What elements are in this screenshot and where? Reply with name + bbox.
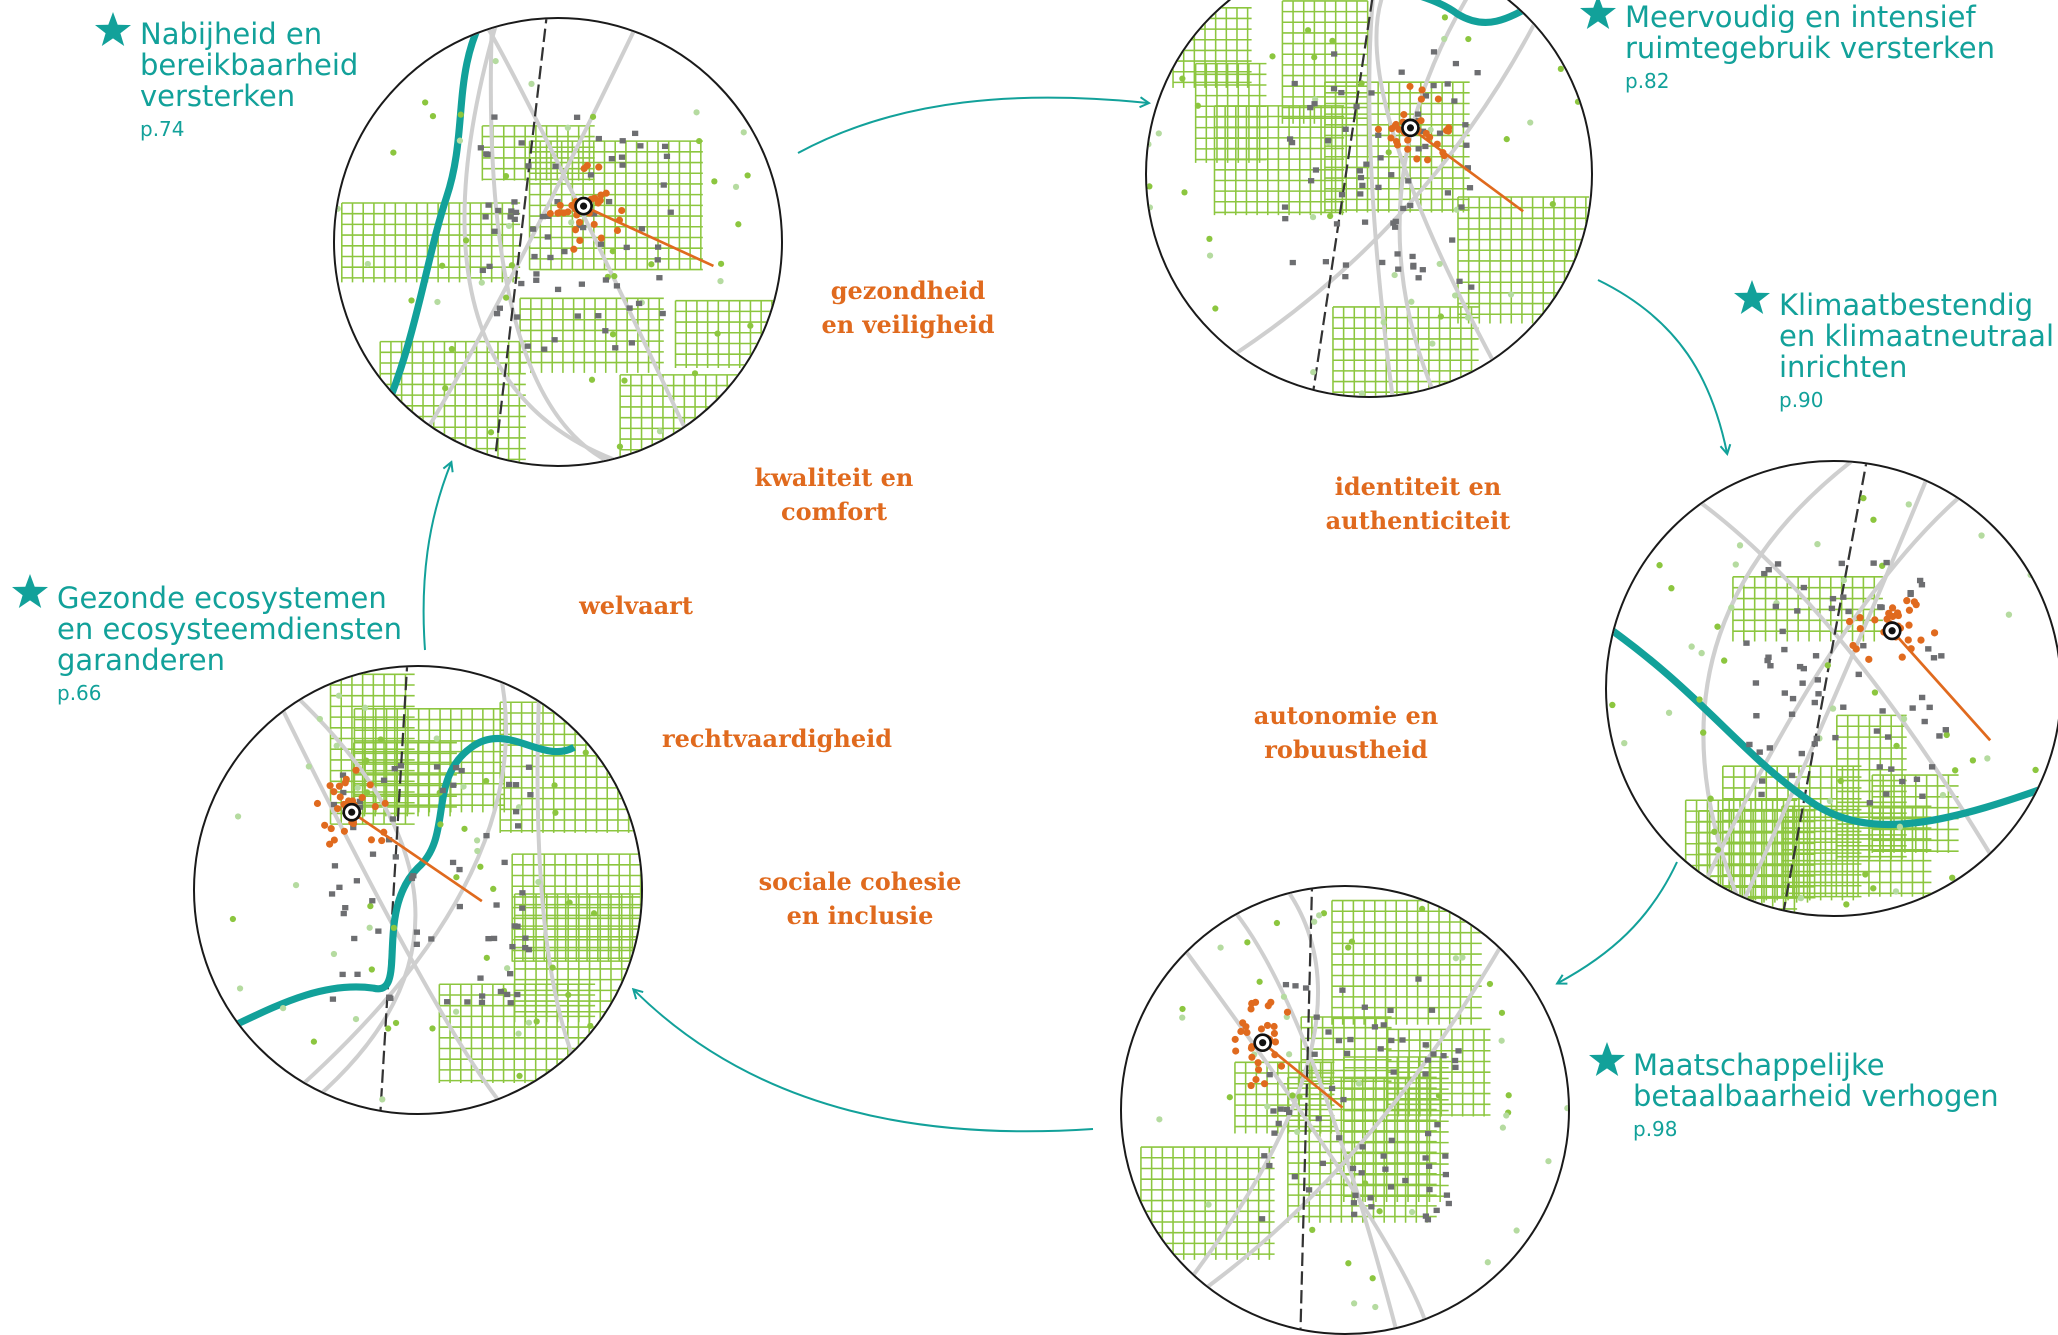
value-autonomie: autonomie en robuustheid bbox=[1254, 699, 1438, 767]
value-line: en veiligheid bbox=[821, 310, 995, 339]
arrow-ruimtegebruik-to-klimaat bbox=[1597, 279, 1727, 453]
star-icon bbox=[1589, 1042, 1625, 1076]
strategy-title-line: Maatschappelijke bbox=[1633, 1048, 1885, 1082]
star-icon bbox=[95, 12, 131, 46]
strategy-title-betaalbaarheid: Maatschappelijke betaalbaarheid verhogen… bbox=[1633, 1050, 1999, 1144]
strategy-title-line: en ecosysteemdiensten bbox=[57, 612, 403, 646]
strategy-title-ruimtegebruik: Meervoudig en intensief ruimtegebruik ve… bbox=[1625, 2, 1995, 96]
value-line: sociale cohesie bbox=[758, 867, 962, 896]
value-gezondheid: gezondheid en veiligheid bbox=[821, 274, 994, 342]
strategy-title-line: versterken bbox=[140, 79, 296, 113]
map-illustration bbox=[335, 19, 781, 465]
strategy-title-line: ruimtegebruik versterken bbox=[1625, 31, 1996, 65]
value-line: rechtvaardigheid bbox=[661, 724, 893, 753]
strategy-title-line: inrichten bbox=[1779, 350, 1908, 384]
value-line: autonomie en bbox=[1253, 701, 1439, 730]
value-identiteit: identiteit en authenticiteit bbox=[1326, 470, 1511, 538]
strategy-title-ecosystemen: Gezonde ecosystemen en ecosysteemdienste… bbox=[57, 583, 402, 708]
strategy-page-ref: p.98 bbox=[1633, 1117, 1678, 1141]
map-ecosystemen bbox=[193, 665, 643, 1115]
strategy-page-ref: p.66 bbox=[57, 681, 102, 705]
value-line: welvaart bbox=[579, 591, 693, 620]
value-kwaliteit: kwaliteit en comfort bbox=[755, 461, 914, 529]
strategy-title-line: bereikbaarheid bbox=[140, 48, 359, 82]
strategy-page-ref: p.90 bbox=[1779, 388, 1824, 412]
strategy-title-line: en klimaatneutraal bbox=[1779, 319, 2055, 353]
map-betaalbaarheid bbox=[1120, 885, 1570, 1335]
arrow-nabijheid-to-ruimtegebruik bbox=[797, 98, 1148, 154]
map-illustration bbox=[1133, 887, 1568, 1333]
arrow-ecosystemen-to-nabijheid bbox=[422, 463, 451, 651]
strategy-title-line: Klimaatbestendig bbox=[1779, 288, 2034, 322]
strategy-title-line: betaalbaarheid verhogen bbox=[1633, 1079, 1999, 1113]
map-klimaat bbox=[1605, 460, 2058, 917]
value-line: comfort bbox=[780, 497, 888, 526]
value-line: gezondheid bbox=[830, 276, 986, 305]
value-line: identiteit en bbox=[1334, 472, 1502, 501]
strategy-page-ref: p.74 bbox=[140, 117, 185, 141]
strategy-page-ref: p.82 bbox=[1625, 69, 1670, 93]
value-line: robuustheid bbox=[1264, 735, 1428, 764]
arrow-klimaat-to-betaalbaarheid bbox=[1558, 861, 1678, 983]
strategy-title-line: Nabijheid en bbox=[140, 17, 323, 51]
strategy-title-line: garanderen bbox=[57, 643, 226, 677]
star-icon bbox=[12, 574, 48, 608]
strategy-title-klimaat: Klimaatbestendig en klimaatneutraal inri… bbox=[1779, 290, 2054, 415]
value-rechtvaardigheid: rechtvaardigheid bbox=[662, 722, 892, 756]
strategy-title-nabijheid: Nabijheid en bereikbaarheid versterken p… bbox=[140, 19, 358, 144]
star-icon bbox=[1580, 0, 1616, 29]
value-welvaart: welvaart bbox=[579, 589, 693, 623]
map-nabijheid bbox=[333, 17, 783, 467]
strategy-title-line: Meervoudig en intensief bbox=[1625, 0, 1976, 34]
map-illustration bbox=[195, 667, 641, 1113]
star-icon bbox=[1734, 280, 1770, 314]
value-line: authenticiteit bbox=[1325, 506, 1511, 535]
value-line: kwaliteit en bbox=[754, 463, 914, 492]
value-line: en inclusie bbox=[786, 901, 934, 930]
value-sociale: sociale cohesie en inclusie bbox=[759, 865, 962, 933]
arrow-betaalbaarheid-to-ecosystemen bbox=[634, 990, 1094, 1133]
strategy-title-line: Gezonde ecosystemen bbox=[57, 581, 387, 615]
map-illustration bbox=[1607, 462, 2058, 915]
